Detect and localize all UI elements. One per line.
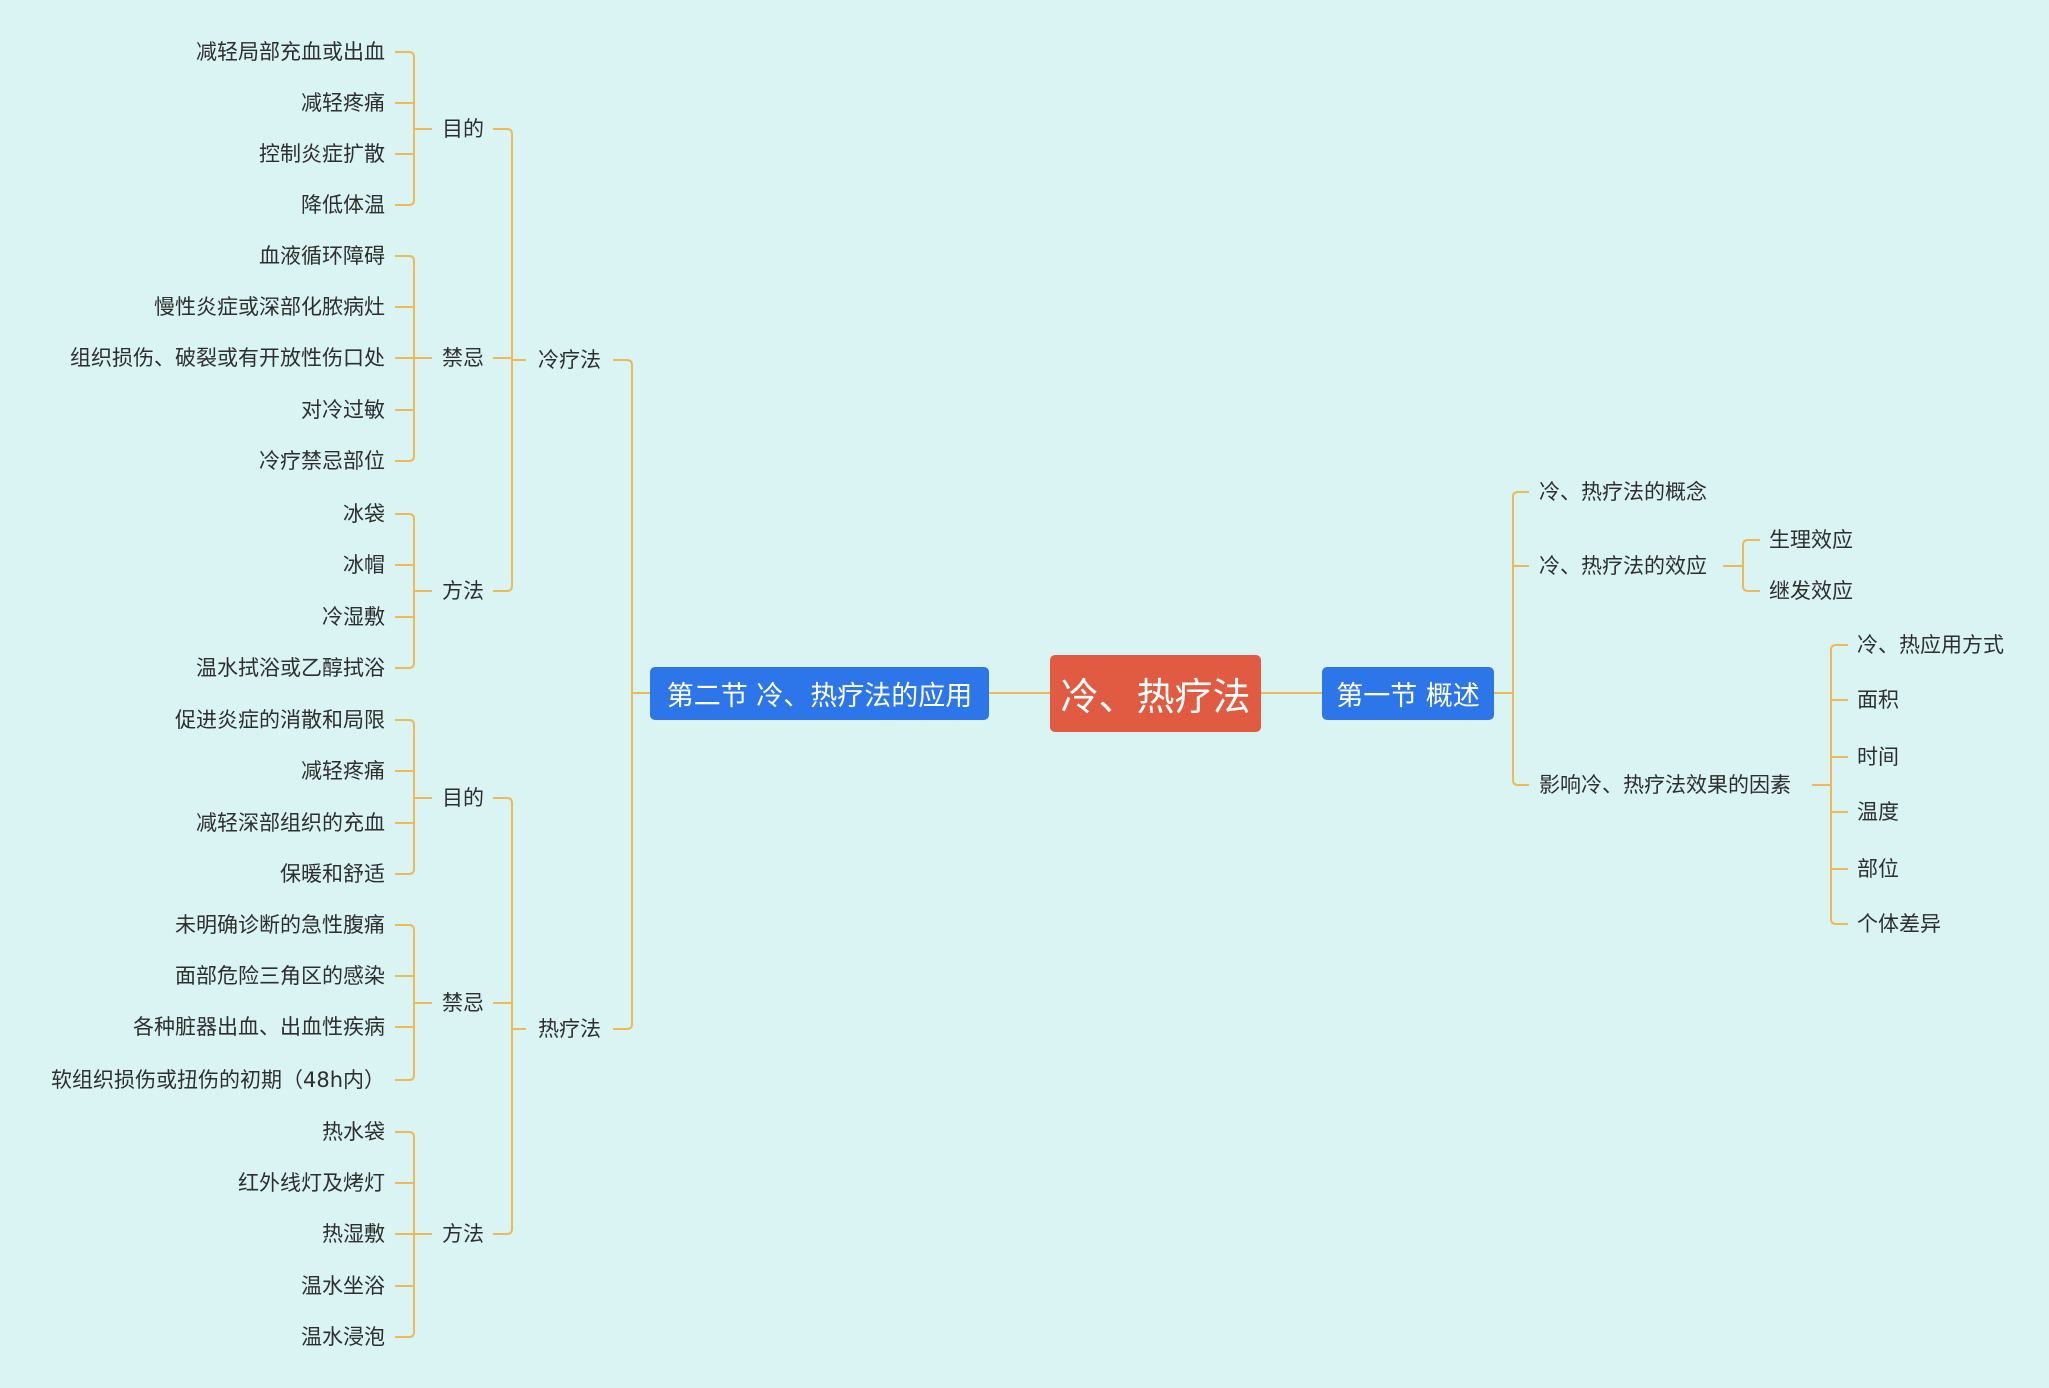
leaf-topic[interactable]: 热水袋 [322, 1120, 385, 1144]
heat-therapy-purpose-child-link [395, 868, 415, 875]
leaf-topic[interactable]: 减轻深部组织的充血 [196, 811, 385, 835]
factors-child-link [1830, 644, 1848, 651]
leaf-topic[interactable]: 软组织损伤或扭伤的初期（48h内） [50, 1068, 385, 1092]
leaf-topic[interactable]: 未明确诊断的急性腹痛 [175, 913, 385, 937]
cold-therapy-method-child-link [395, 513, 415, 520]
leaf-topic[interactable]: 慢性炎症或深部化脓病灶 [154, 295, 385, 319]
effects-child-link [1742, 585, 1760, 592]
leaf-topic[interactable]: 温水拭浴或乙醇拭浴 [196, 656, 385, 680]
subtopic-heat-therapy-purpose[interactable]: 目的 [442, 786, 484, 810]
leaf-topic[interactable]: 部位 [1857, 857, 1899, 881]
heat-therapy-child-link [493, 797, 513, 804]
cold-therapy-contraindication-child-link [395, 455, 415, 462]
leaf-topic[interactable]: 温水浸泡 [301, 1325, 385, 1349]
leaf-topic[interactable]: 各种脏器出血、出血性疾病 [133, 1015, 385, 1039]
leaf-topic[interactable]: 冷疗禁忌部位 [259, 449, 385, 473]
leaf-topic[interactable]: 温水坐浴 [301, 1274, 385, 1298]
leaf-topic[interactable]: 冰袋 [343, 502, 385, 526]
leaf-topic[interactable]: 红外线灯及烤灯 [238, 1171, 385, 1195]
topic-heat-therapy[interactable]: 热疗法 [538, 1017, 601, 1041]
application-child-link [613, 1023, 633, 1030]
section-topic-application-label: 第二节 冷、热疗法的应用 [666, 681, 973, 712]
leaf-topic[interactable]: 控制炎症扩散 [259, 142, 385, 166]
heat-therapy-child-link [493, 1228, 513, 1235]
root-topic-label: 冷、热疗法 [1060, 675, 1251, 719]
cold-therapy-purpose-child-link [395, 199, 415, 206]
leaf-topic[interactable]: 面部危险三角区的感染 [175, 964, 385, 988]
topic-cold-therapy[interactable]: 冷疗法 [538, 348, 601, 372]
leaf-topic[interactable]: 对冷过敏 [301, 398, 385, 422]
leaf-topic[interactable]: 个体差异 [1857, 912, 1941, 936]
subtopic-heat-therapy-contraindication[interactable]: 禁忌 [442, 991, 484, 1015]
cold-therapy-method-child-link [395, 662, 415, 669]
leaf-topic[interactable]: 热湿敷 [322, 1222, 385, 1246]
leaf-topic[interactable]: 降低体温 [301, 193, 385, 217]
topic-factors[interactable]: 影响冷、热疗法效果的因素 [1539, 773, 1791, 797]
root-topic[interactable]: 冷、热疗法 [1050, 655, 1261, 732]
leaf-topic[interactable]: 保暖和舒适 [280, 862, 385, 886]
heat-therapy-method-child-link [395, 1131, 415, 1138]
section-topic-overview-label: 第一节 概述 [1336, 681, 1480, 712]
application-child-link [613, 359, 633, 366]
effects-child-link [1742, 539, 1760, 546]
subtopic-heat-therapy-method[interactable]: 方法 [442, 1222, 484, 1246]
leaf-topic[interactable]: 时间 [1857, 745, 1899, 769]
topic-concept[interactable]: 冷、热疗法的概念 [1539, 480, 1707, 504]
heat-therapy-method-child-link [395, 1331, 415, 1338]
leaf-topic[interactable]: 冷湿敷 [322, 605, 385, 629]
leaf-topic[interactable]: 冰帽 [343, 553, 385, 577]
overview-child-link [1512, 779, 1529, 786]
section-topic-overview[interactable]: 第一节 概述 [1322, 667, 1494, 720]
cold-therapy-child-link [493, 128, 513, 135]
heat-therapy-contraindication-child-link [395, 1074, 415, 1081]
cold-therapy-contraindication-child-link [395, 255, 415, 262]
cold-therapy-child-link [493, 585, 513, 592]
leaf-topic[interactable]: 血液循环障碍 [259, 244, 385, 268]
subtopic-cold-therapy-purpose[interactable]: 目的 [442, 117, 484, 141]
leaf-topic[interactable]: 温度 [1857, 800, 1899, 824]
subtopic-cold-therapy-contraindication[interactable]: 禁忌 [442, 346, 484, 370]
leaf-topic[interactable]: 生理效应 [1769, 528, 1853, 552]
section-topic-application[interactable]: 第二节 冷、热疗法的应用 [650, 667, 989, 720]
leaf-topic[interactable]: 冷、热应用方式 [1857, 633, 2004, 657]
leaf-topic[interactable]: 减轻疼痛 [301, 91, 385, 115]
leaf-topic[interactable]: 继发效应 [1769, 579, 1853, 603]
leaf-topic[interactable]: 面积 [1857, 688, 1899, 712]
cold-therapy-purpose-child-link [395, 51, 415, 58]
subtopic-cold-therapy-method[interactable]: 方法 [442, 579, 484, 603]
topic-effects[interactable]: 冷、热疗法的效应 [1539, 554, 1707, 578]
factors-child-link [1830, 918, 1848, 925]
heat-therapy-contraindication-child-link [395, 924, 415, 931]
leaf-topic[interactable]: 促进炎症的消散和局限 [175, 708, 385, 732]
leaf-topic[interactable]: 减轻疼痛 [301, 759, 385, 783]
heat-therapy-purpose-child-link [395, 719, 415, 726]
leaf-topic[interactable]: 组织损伤、破裂或有开放性伤口处 [70, 346, 385, 370]
overview-child-link [1512, 491, 1529, 498]
leaf-topic[interactable]: 减轻局部充血或出血 [196, 40, 385, 64]
